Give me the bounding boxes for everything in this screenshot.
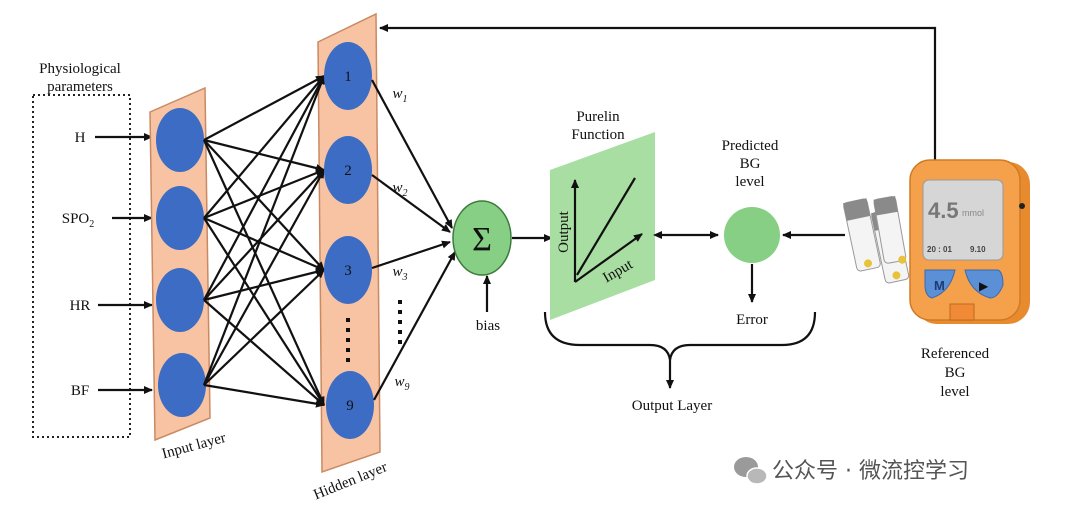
connection-line <box>203 216 325 272</box>
svg-text:w9: w9 <box>394 374 409 393</box>
hidden-node-1 <box>324 42 372 110</box>
input-node <box>156 186 204 250</box>
input-arrows <box>95 133 153 394</box>
input-label-h: H <box>75 130 86 146</box>
hidden-ellipsis-dots <box>346 300 402 362</box>
input-group-title-2: parameters <box>47 79 113 95</box>
input-node <box>158 353 206 417</box>
hidden-node-9 <box>326 371 374 439</box>
connection-line <box>203 139 325 271</box>
connection-line <box>203 138 325 172</box>
connection-line <box>203 217 325 406</box>
input-node <box>156 108 204 172</box>
input-label-hr: HR <box>70 298 91 314</box>
glucose-meter: 4.5 mmol 20 : 01 9.10 M ▶ <box>909 159 1030 324</box>
hidden-node-label: 1 <box>344 69 352 85</box>
connection-line <box>203 169 325 386</box>
purelin-y-label: Output <box>556 210 572 253</box>
predicted-node <box>724 207 780 263</box>
hidden-node-label: 9 <box>346 398 354 414</box>
connection-line <box>203 75 325 219</box>
connection-line <box>203 75 325 301</box>
input-label-spo2: SPO2 <box>62 211 95 230</box>
connection-line <box>203 299 325 406</box>
error-label: Error <box>736 312 768 328</box>
meter-reading: 4.5 <box>928 198 959 223</box>
connection-line <box>203 75 325 141</box>
connection-line <box>203 269 325 386</box>
referenced-label: Referenced <box>921 346 990 362</box>
meter-time: 20 : 01 <box>927 245 952 254</box>
referenced-label-3: level <box>940 384 969 400</box>
wechat-icon <box>734 457 768 485</box>
watermark-text: 公众号 · 微流控学习 <box>772 459 969 484</box>
connection-line <box>203 383 325 408</box>
purelin-title: Purelin <box>576 109 620 125</box>
hidden-sum-connections <box>371 79 456 401</box>
hidden-nodes <box>324 42 374 439</box>
hidden-node-2 <box>324 136 372 204</box>
svg-text:w1: w1 <box>392 86 407 105</box>
test-strips-icon <box>842 195 910 284</box>
hidden-node-label: 2 <box>344 163 352 179</box>
connection-line <box>202 139 326 406</box>
sigma-symbol: Σ <box>472 221 492 258</box>
connection-line <box>202 75 326 386</box>
input-labels: H SPO2 HR BF <box>62 130 95 399</box>
predicted-label: Predicted <box>722 138 779 154</box>
purelin-graph <box>571 177 643 283</box>
input-label-bf: BF <box>71 383 89 399</box>
connection-line <box>203 168 325 220</box>
hidden-node-3 <box>324 236 372 304</box>
connection-line <box>203 268 325 302</box>
meter-unit: mmol <box>962 208 984 218</box>
predicted-label-2: BG <box>740 156 761 172</box>
input-layer-label: Input layer <box>160 430 227 462</box>
summation-node <box>452 200 512 276</box>
input-node <box>156 268 204 332</box>
output-layer-brace <box>543 311 817 361</box>
input-layer-panel <box>149 86 211 442</box>
svg-text:w3: w3 <box>392 264 407 283</box>
input-nodes <box>156 108 206 417</box>
predicted-label-3: level <box>735 174 764 190</box>
purelin-title-2: Function <box>571 127 625 143</box>
hidden-node-label: 3 <box>344 263 352 279</box>
weight-labels: w1 w2 w3 w9 <box>392 86 409 393</box>
referenced-label-2: BG <box>945 365 966 381</box>
output-layer-label: Output Layer <box>632 398 712 414</box>
input-group-box <box>32 94 131 438</box>
meter-m-button: M <box>934 278 945 293</box>
meter-date: 9.10 <box>970 245 986 254</box>
input-hidden-connections <box>202 75 326 408</box>
meter-play-button: ▶ <box>979 279 989 293</box>
feedback-arrow <box>379 24 937 162</box>
input-group-title: Physiological <box>39 61 121 77</box>
svg-text:w2: w2 <box>392 180 407 199</box>
connection-line <box>203 169 325 301</box>
bias-label: bias <box>476 318 500 334</box>
